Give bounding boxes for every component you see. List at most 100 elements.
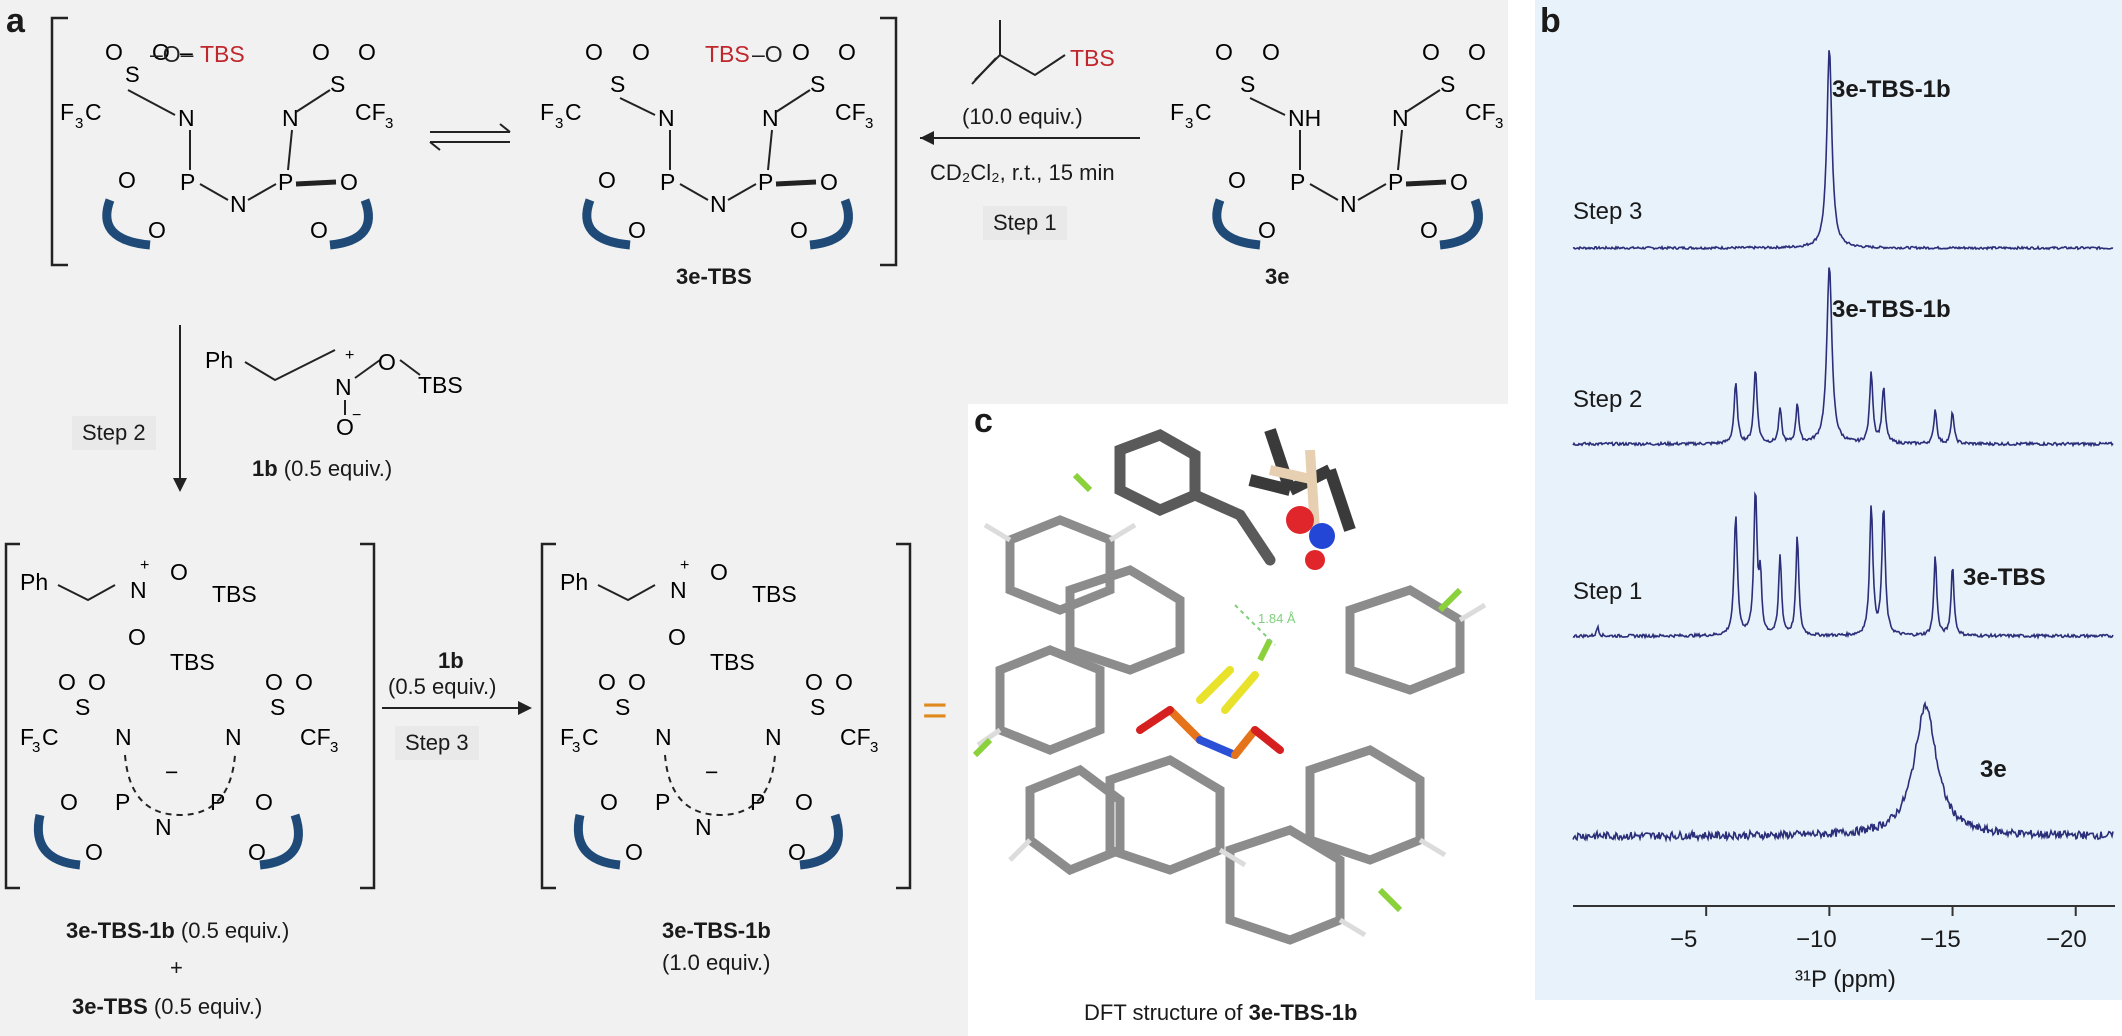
svg-text:O: O xyxy=(170,559,188,585)
panel-c-letter: c xyxy=(974,402,993,440)
svg-text:P: P xyxy=(655,789,670,815)
reagent-equiv-label: (10.0 equiv.) xyxy=(962,104,1083,129)
svg-text:S: S xyxy=(1440,71,1455,97)
svg-text:O: O xyxy=(790,217,808,243)
svg-text:N: N xyxy=(225,724,242,750)
svg-text:P: P xyxy=(115,789,130,815)
equals-sign: = xyxy=(922,686,948,735)
svg-text:F: F xyxy=(20,724,34,750)
nmr-trace xyxy=(1572,491,2114,640)
tick-label-15: −15 xyxy=(1920,926,1961,953)
tbs-label-reagent: TBS xyxy=(1070,45,1115,71)
bracket-right-top xyxy=(880,16,898,267)
svg-text:+: + xyxy=(680,557,689,574)
svg-text:3: 3 xyxy=(75,115,83,132)
svg-text:N: N xyxy=(230,191,247,217)
dft-distance-label: 1.84 Å xyxy=(1258,611,1296,626)
svg-text:S: S xyxy=(75,694,90,720)
svg-text:CF: CF xyxy=(835,99,866,125)
svg-text:CF: CF xyxy=(1465,99,1496,125)
svg-text:F: F xyxy=(60,99,74,125)
svg-text:O: O xyxy=(835,669,853,695)
trace-3e-name: 3e xyxy=(1980,756,2007,783)
svg-text:O: O xyxy=(632,39,650,65)
svg-text:S: S xyxy=(610,71,625,97)
add-1b-equiv: (0.5 equiv.) xyxy=(388,674,497,699)
svg-text:–: – xyxy=(180,39,193,65)
svg-text:O: O xyxy=(148,217,166,243)
step2-label: Step 2 xyxy=(72,416,156,450)
svg-text:CF: CF xyxy=(840,724,871,750)
svg-text:C: C xyxy=(582,724,599,750)
trace-step2-name: 3e-TBS-1b xyxy=(1832,296,1951,323)
mixture-plus: + xyxy=(170,955,183,980)
svg-text:TBS: TBS xyxy=(212,581,257,607)
svg-text:N: N xyxy=(670,577,687,603)
svg-text:O: O xyxy=(248,839,266,865)
trace-step3-name: 3e-TBS-1b xyxy=(1832,76,1951,103)
svg-text:F: F xyxy=(540,99,554,125)
svg-text:N: N xyxy=(335,374,352,400)
svg-text:N: N xyxy=(710,191,727,217)
add-1b-label: 1b xyxy=(438,648,464,673)
svg-text:N: N xyxy=(695,814,712,840)
svg-text:O: O xyxy=(378,349,396,375)
svg-text:CF: CF xyxy=(300,724,331,750)
svg-text:S: S xyxy=(615,694,630,720)
compound-3e-tbs-label: 3e-TBS xyxy=(676,264,752,289)
svg-text:C: C xyxy=(85,99,102,125)
nmr-spectra xyxy=(1572,50,2115,916)
svg-text:S: S xyxy=(330,71,345,97)
svg-text:O: O xyxy=(710,559,728,585)
svg-text:O: O xyxy=(1468,39,1486,65)
svg-text:O: O xyxy=(295,669,313,695)
svg-text:N: N xyxy=(1392,105,1409,131)
svg-text:−: − xyxy=(705,759,718,785)
svg-text:N: N xyxy=(155,814,172,840)
step1-label: Step 1 xyxy=(983,206,1067,240)
svg-text:CF: CF xyxy=(355,99,386,125)
svg-text:O: O xyxy=(788,839,806,865)
nitrone-equiv: (0.5 equiv.) xyxy=(277,456,393,481)
svg-text:TBS: TBS xyxy=(752,581,797,607)
svg-text:O: O xyxy=(795,789,813,815)
svg-text:S: S xyxy=(810,71,825,97)
svg-text:O: O xyxy=(598,167,616,193)
tick-label-10: −10 xyxy=(1796,926,1837,953)
dft-structure-image: 1.84 Å xyxy=(972,428,1487,945)
svg-text:O: O xyxy=(152,39,170,65)
svg-text:N: N xyxy=(765,724,782,750)
svg-text:C: C xyxy=(42,724,59,750)
nitrone-label: 1b (0.5 equiv.) xyxy=(252,456,392,482)
svg-text:P: P xyxy=(660,169,675,195)
svg-text:TBS: TBS xyxy=(170,649,215,675)
svg-text:O: O xyxy=(1422,39,1440,65)
svg-text:P: P xyxy=(758,169,773,195)
svg-text:N: N xyxy=(130,577,147,603)
panel-a-bottom-background xyxy=(0,404,968,1036)
svg-text:O: O xyxy=(336,414,354,440)
svg-text:3: 3 xyxy=(555,115,563,132)
mixture-a-label: 3e-TBS-1b (0.5 equiv.) xyxy=(66,918,289,944)
svg-text:O: O xyxy=(598,669,616,695)
svg-text:S: S xyxy=(1240,71,1255,97)
svg-text:O: O xyxy=(585,39,603,65)
nmr-trace xyxy=(1572,700,2114,843)
product-name: 3e-TBS-1b xyxy=(662,918,771,943)
svg-text:−: − xyxy=(352,407,361,424)
svg-text:O: O xyxy=(265,669,283,695)
nmr-trace xyxy=(1572,267,2114,448)
mixture-a-equiv: (0.5 equiv.) xyxy=(174,918,290,943)
svg-text:P: P xyxy=(1290,169,1305,195)
svg-text:Ph: Ph xyxy=(560,569,588,595)
panel-a-letter: a xyxy=(6,2,25,40)
svg-text:O: O xyxy=(340,169,358,195)
tick-label-20: −20 xyxy=(2046,926,2087,953)
svg-text:P: P xyxy=(278,169,293,195)
tbs-label-left: TBS xyxy=(200,41,245,67)
svg-text:−: − xyxy=(165,759,178,785)
